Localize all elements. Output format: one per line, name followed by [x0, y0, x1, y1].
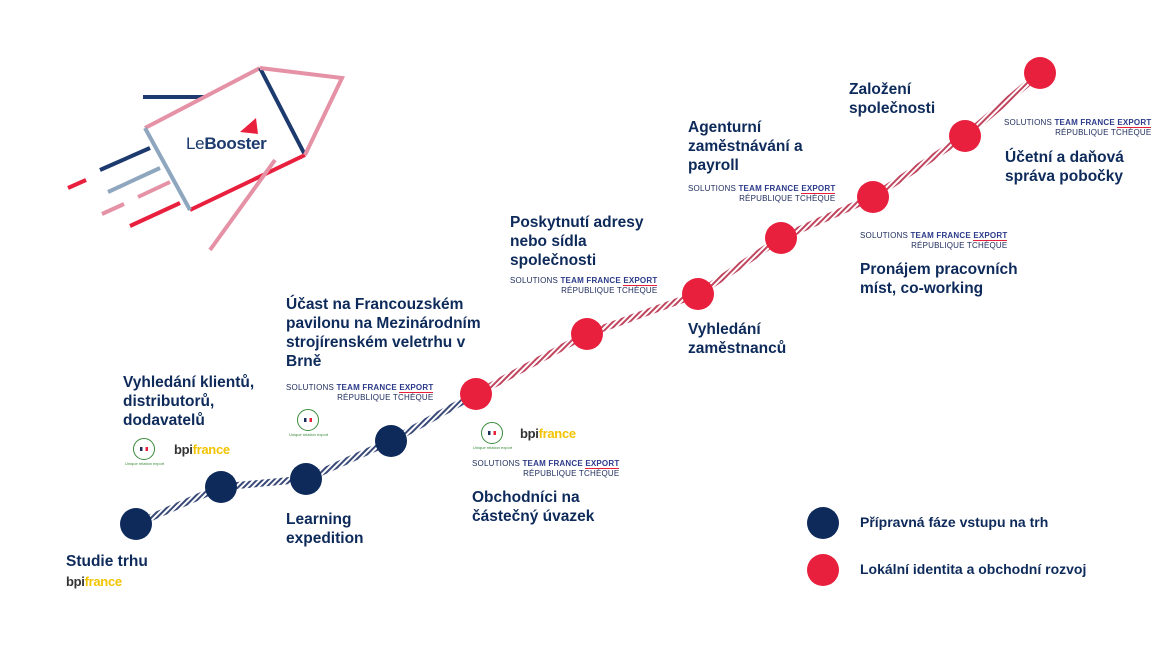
timeline-segment [585, 290, 700, 338]
bpifrance-logo: bpifrance [66, 574, 122, 589]
step-label-2: Vyhledání klientů, distributorů, dodavat… [123, 374, 255, 429]
logo-part-booster: Booster [204, 134, 267, 153]
team-france-export-logo: SOLUTIONS TEAM FRANCE EXPORT RÉPUBLIQUE … [688, 184, 836, 203]
timeline-node-4 [375, 425, 407, 457]
export-seal-icon [481, 422, 503, 444]
timeline-segment [779, 193, 875, 242]
team-france-export-logo: SOLUTIONS TEAM FRANCE EXPORT RÉPUBLIQUE … [1004, 118, 1152, 137]
step-label-1: Studie trhu [66, 553, 148, 570]
legend-local-label: Lokální identita a obchodní rozvoj [860, 561, 1087, 577]
timeline-segment [871, 133, 967, 200]
seal-caption: Unique relation export [473, 445, 513, 450]
step-label-8: Agenturní zaměstnávání a payroll [688, 119, 803, 174]
timeline-node-5 [460, 378, 492, 410]
seal-caption: Unique relation export [125, 461, 165, 466]
timeline-segment [389, 390, 478, 445]
legend-prep-marker [807, 507, 839, 539]
step-label-9: Pronájem pracovních míst, co-working [860, 261, 1018, 297]
timeline-node-8 [765, 222, 797, 254]
brand-logo: LeBooster [186, 134, 267, 154]
timeline-node-7 [682, 278, 714, 310]
bpifrance-logo: bpifrance [520, 426, 576, 441]
step-label-5: Obchodníci na částečný úvazek [472, 489, 595, 525]
timeline-segment [962, 70, 1043, 139]
step-label-4: Účast na Francouzském pavilonu na Meziná… [286, 296, 481, 370]
timeline-node-6 [571, 318, 603, 350]
step-label-7: Vyhledání zaměstnanců [688, 321, 787, 357]
step-label-11: Účetní a daňová správа pobočky [1005, 149, 1124, 185]
team-france-export-logo: SOLUTIONS TEAM FRANCE EXPORT RÉPUBLIQUE … [510, 276, 658, 295]
seal-caption: Unique relation export [289, 432, 329, 437]
legend-local-marker [807, 554, 839, 586]
timeline-segment [474, 330, 589, 398]
timeline-node-3 [290, 463, 322, 495]
timeline-node-1 [120, 508, 152, 540]
logo-part-le: Le [186, 134, 205, 153]
bpifrance-logo: bpifrance [174, 442, 230, 457]
timeline-node-11 [1024, 57, 1056, 89]
step-label-6: Poskytnutí adresy nebo sídla společnosti [510, 214, 644, 269]
timeline-node-9 [857, 181, 889, 213]
step-label-3: Learning expedition [286, 511, 364, 547]
rocket-icon [67, 66, 346, 252]
timeline-node-10 [949, 120, 981, 152]
legend-prep-label: Přípravná fáze vstupu na trh [860, 514, 1049, 530]
export-seal-icon [297, 409, 319, 431]
team-france-export-logo: SOLUTIONS TEAM FRANCE EXPORT RÉPUBLIQUE … [472, 459, 620, 478]
team-france-export-logo: SOLUTIONS TEAM FRANCE EXPORT RÉPUBLIQUE … [860, 231, 1008, 250]
step-label-10: Založení společnosti [849, 81, 936, 117]
timeline-segment [696, 235, 783, 297]
export-seal-icon [133, 438, 155, 460]
team-france-export-logo: SOLUTIONS TEAM FRANCE EXPORT RÉPUBLIQUE … [286, 383, 434, 402]
timeline-node-2 [205, 471, 237, 503]
